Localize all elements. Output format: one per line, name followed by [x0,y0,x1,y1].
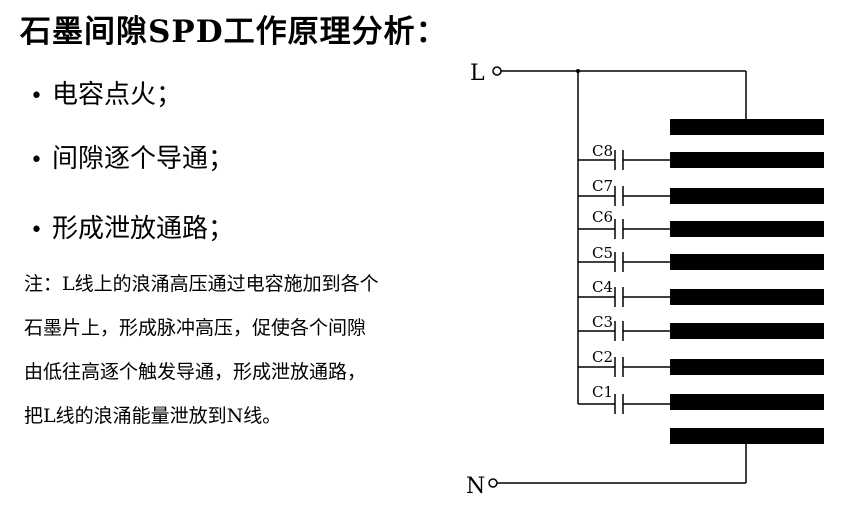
bullet-item-capacitor-ignition: • 电容点火； [30,74,182,111]
graphite-plate-bottom [670,428,824,444]
capacitor-label: C5 [592,244,613,262]
capacitor-C4: C4 [578,278,670,307]
capacitor-label: C7 [592,177,613,195]
capacitor-label: C1 [592,383,613,401]
bullet-item-discharge-path: • 形成泄放通路； [30,208,234,245]
graphite-plate [670,394,824,410]
terminal-L-node [492,66,502,76]
bullet-dot: • [30,218,43,243]
note-paragraph: 注：L线上的浪涌高压通过电容施加到各个 石墨片上，形成脉冲高压，促使各个间隙 由… [24,262,464,438]
capacitor-label: C2 [592,348,613,366]
terminal-label-N: N [466,474,485,499]
graphite-plate [670,359,824,375]
bullet-item-gap-conduction: • 间隙逐个导通； [30,138,234,175]
graphite-plate [670,188,824,204]
note-line: 把L线的浪涌能量泄放到N线。 [24,405,282,427]
bullet-text: 电容点火； [52,80,183,110]
capacitor-C7: C7 [578,177,670,206]
page-title: 石墨间隙SPD工作原理分析： [20,14,448,50]
note-line: 注：L线上的浪涌高压通过电容施加到各个 [24,273,379,295]
bullet-text: 间隙逐个导通； [52,144,235,174]
graphite-plate [670,221,824,237]
capacitor-C2: C2 [578,348,670,377]
terminal-label-L: L [470,61,485,86]
capacitor-label: C3 [592,313,613,331]
terminal-N-node [488,478,498,488]
bullet-text: 形成泄放通路； [52,214,235,244]
bullet-dot: • [30,84,43,109]
graphite-plate [670,254,824,270]
graphite-plate [670,323,824,339]
capacitor-label: C4 [592,278,613,296]
capacitor-C8: C8 [578,142,670,170]
capacitor-C1: C1 [578,383,670,414]
capacitor-C6: C6 [578,208,670,239]
note-line: 石墨片上，形成脉冲高压，促使各个间隙 [24,317,367,339]
note-line: 由低往高逐个触发导通，形成泄放通路， [24,361,367,383]
graphite-plate [670,289,824,305]
graphite-plate [670,152,824,168]
capacitor-C3: C3 [578,313,670,341]
capacitor-label: C8 [592,142,613,160]
capacitor-C5: C5 [578,244,670,272]
capacitor-label: C6 [592,208,613,226]
bullet-dot: • [30,148,43,173]
graphite-plate-top [670,119,824,135]
